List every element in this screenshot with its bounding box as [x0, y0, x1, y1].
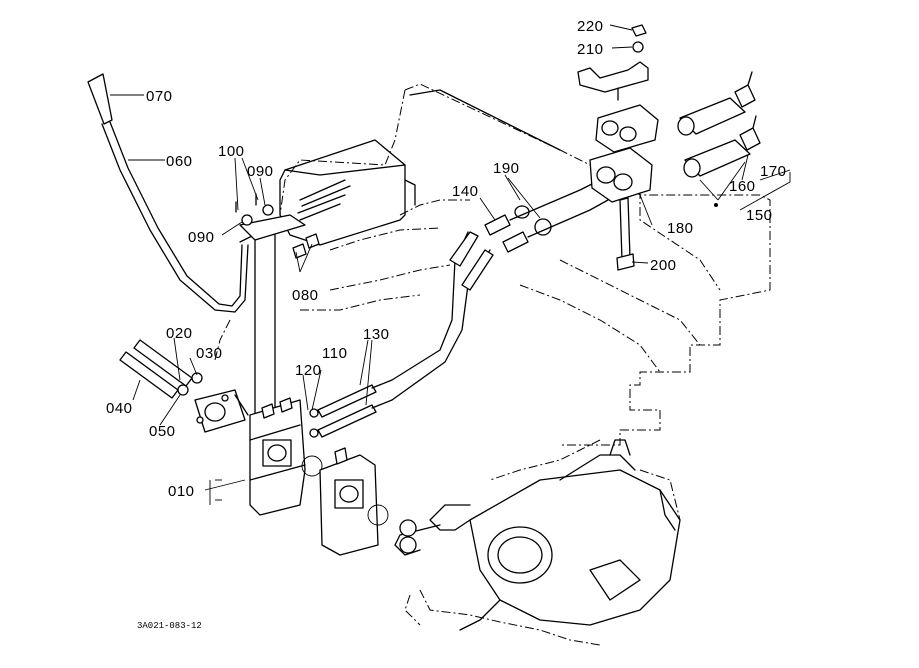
- second-valve-section: [319, 447, 389, 556]
- label-170: 170: [760, 163, 787, 180]
- label-040: 040: [106, 400, 133, 417]
- pipe-fittings: [484, 179, 609, 253]
- label-120: 120: [295, 362, 322, 379]
- control-valve: [194, 389, 323, 516]
- hydraulic-pipes: [309, 231, 494, 438]
- label-210: 210: [577, 41, 604, 58]
- label-060: 060: [166, 153, 193, 170]
- label-140: 140: [452, 183, 479, 200]
- pivot-bracket: [235, 193, 320, 421]
- label-070: 070: [146, 88, 173, 105]
- mounting-bolts: [119, 339, 203, 399]
- label-050: 050: [149, 423, 176, 440]
- control-lever: [87, 73, 261, 313]
- label-010: 010: [168, 483, 195, 500]
- label-150: 150: [746, 207, 773, 224]
- label-020: 020: [166, 325, 193, 342]
- drawing-code: 3A021-083-12: [137, 621, 202, 631]
- upper-bracket: [577, 24, 649, 101]
- part-labels: 070 060 100 090 090 080 020 030 040 050 …: [106, 18, 787, 500]
- label-160: 160: [729, 178, 756, 195]
- label-090-upper: 090: [247, 163, 274, 180]
- label-130: 130: [363, 326, 390, 343]
- coupler-block: [589, 104, 659, 203]
- label-030: 030: [196, 345, 223, 362]
- label-200: 200: [650, 257, 677, 274]
- label-090-lower: 090: [188, 229, 215, 246]
- leader-lines: [110, 24, 791, 505]
- label-190: 190: [493, 160, 520, 177]
- long-bolt: [616, 197, 635, 271]
- quick-couplers: [677, 71, 761, 178]
- transmission-block: [394, 439, 681, 631]
- label-220: 220: [577, 18, 604, 35]
- label-180: 180: [667, 220, 694, 237]
- label-100: 100: [218, 143, 245, 160]
- label-080: 080: [292, 287, 319, 304]
- label-110: 110: [322, 345, 347, 362]
